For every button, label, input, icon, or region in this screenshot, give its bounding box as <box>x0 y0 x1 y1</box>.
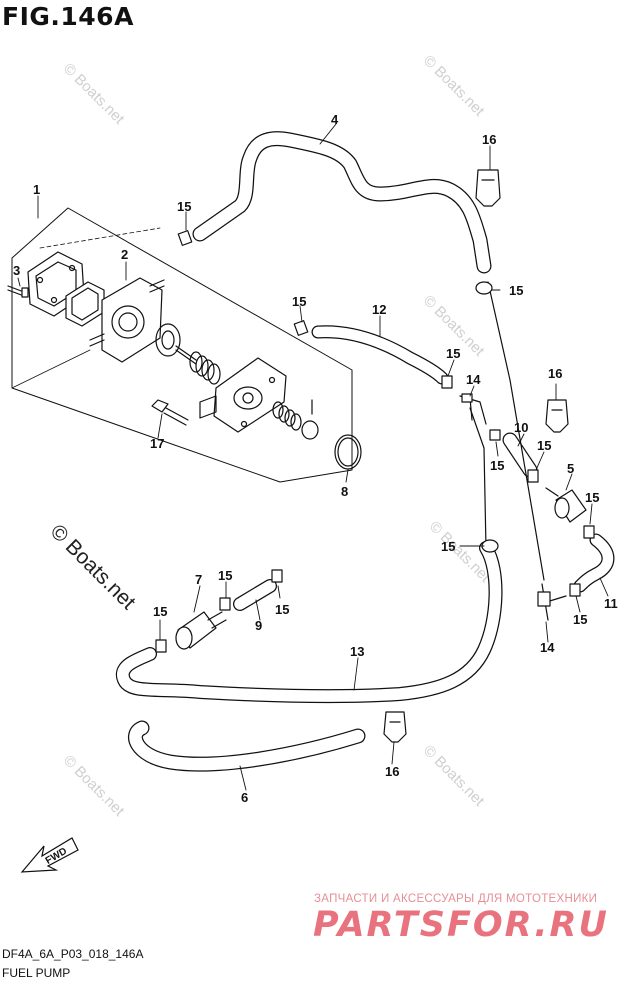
callout-8: 8 <box>341 484 348 499</box>
check-valve-spring <box>272 399 319 440</box>
screw-3 <box>7 285 29 298</box>
callout-15: 15 <box>218 568 232 583</box>
callout-15: 15 <box>292 294 306 309</box>
fwd-arrow-icon: FWD <box>20 837 79 873</box>
callout-15: 15 <box>153 604 167 619</box>
tee-fitting <box>459 393 487 425</box>
bolt-17 <box>151 399 189 426</box>
callout-16: 16 <box>548 366 562 381</box>
callout-15: 15 <box>509 283 523 298</box>
callout-15: 15 <box>573 612 587 627</box>
fuel-filter-7 <box>175 611 227 650</box>
fuel-filter-5 <box>545 487 587 523</box>
hose-6 <box>128 720 366 772</box>
callout-13: 13 <box>350 644 364 659</box>
callout-15: 15 <box>441 539 455 554</box>
clamp <box>583 525 595 539</box>
leader-lines <box>17 123 609 791</box>
callout-12: 12 <box>372 302 386 317</box>
callout-11: 11 <box>604 596 618 611</box>
clamp <box>489 429 501 441</box>
callout-9: 9 <box>255 618 262 633</box>
callout-15: 15 <box>585 490 599 505</box>
tee-fitting <box>537 583 567 621</box>
callout-5: 5 <box>567 461 574 476</box>
callout-6: 6 <box>241 790 248 805</box>
ad-subtitle: ЗАПЧАСТИ И АКСЕССУАРЫ ДЛЯ МОТОТЕХНИКИ <box>314 893 598 905</box>
diagram-caption: FUEL PUMP <box>2 966 71 980</box>
clamp <box>475 281 493 295</box>
callout-15: 15 <box>446 346 460 361</box>
callout-14: 14 <box>466 372 481 387</box>
figure-title: FIG.146A <box>2 2 134 31</box>
hose-4 <box>192 131 492 274</box>
clamp <box>441 375 453 389</box>
callout-17: 17 <box>150 436 164 451</box>
fuel-line <box>469 281 545 581</box>
callout-16: 16 <box>482 132 496 147</box>
callout-15: 15 <box>177 199 191 214</box>
callout-15: 15 <box>275 602 289 617</box>
hose-clip-16 <box>383 711 407 743</box>
callout-10: 10 <box>514 420 528 435</box>
callout-14: 14 <box>540 640 555 655</box>
callout-7: 7 <box>195 572 202 587</box>
callout-15: 15 <box>490 458 504 473</box>
clamp <box>293 320 309 336</box>
callout-15: 15 <box>537 438 551 453</box>
pump-body <box>89 277 165 363</box>
callout-3: 3 <box>13 263 20 278</box>
callout-1: 1 <box>33 182 40 197</box>
hose-12 <box>311 325 449 385</box>
clamp <box>177 230 193 246</box>
plunger <box>155 323 197 365</box>
callout-labels: 1 2 3 4 5 6 7 8 9 10 11 12 13 14 14 15 1… <box>13 112 618 805</box>
hose-clip-16 <box>545 399 569 433</box>
fwd-label: FWD <box>44 846 69 867</box>
hose-9 <box>233 579 277 611</box>
clamp <box>219 597 231 611</box>
callout-4: 4 <box>331 112 339 127</box>
spring <box>189 351 221 385</box>
diagram-code: DF4A_6A_P03_018_146A <box>2 947 144 961</box>
hose-10 <box>502 432 538 478</box>
clamp <box>527 469 539 483</box>
assembly-frame <box>11 207 353 483</box>
callout-16: 16 <box>385 764 399 779</box>
clamp <box>155 639 167 653</box>
hose-11 <box>573 533 615 593</box>
o-ring <box>334 434 362 470</box>
hose-13 <box>115 541 503 704</box>
clamp <box>271 569 283 583</box>
ad-brand-logo: PARTSFOR.RU <box>313 905 609 945</box>
hose-clip-16 <box>475 169 501 207</box>
clamp <box>569 583 581 597</box>
callout-2: 2 <box>121 247 128 262</box>
pump-housing <box>199 357 287 433</box>
